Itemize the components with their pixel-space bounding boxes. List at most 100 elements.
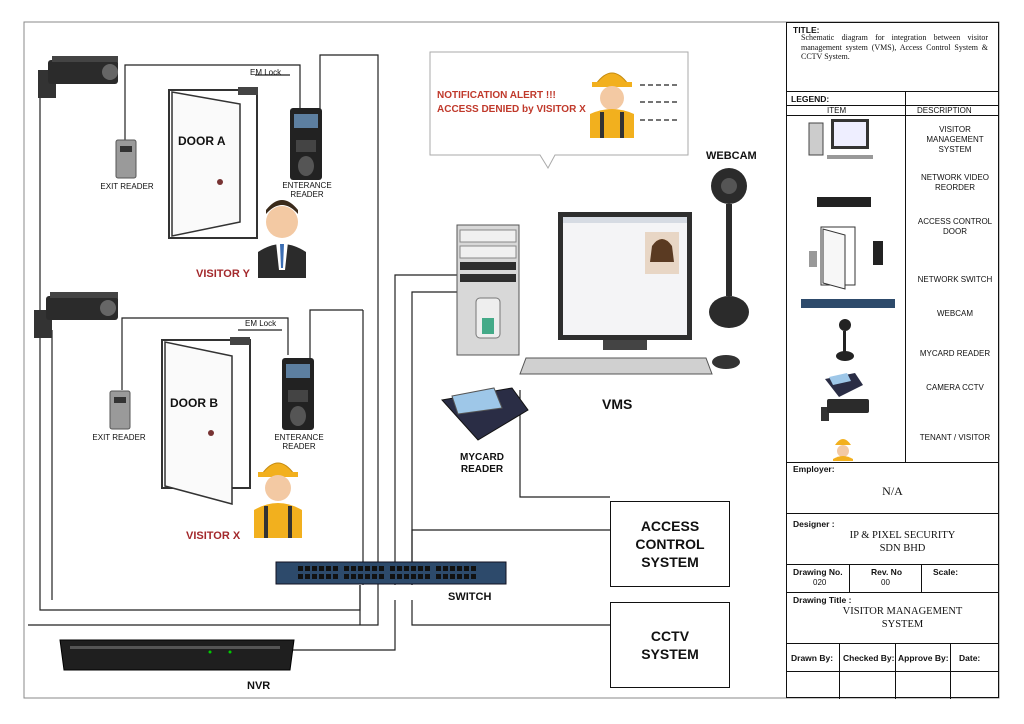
vms-label: VMS — [602, 396, 633, 412]
switch-port — [471, 574, 476, 579]
switch-port — [397, 566, 402, 571]
title-text: Schematic diagram for integration betwee… — [801, 33, 988, 62]
rev-no-label: Rev. No — [871, 567, 903, 577]
webcam-label: WEBCAM — [706, 150, 757, 162]
alert-line-2: ACCESS DENIED by VISITOR X — [437, 104, 586, 115]
switch-port — [312, 566, 317, 571]
legend-desc-webcam: WEBCAM — [937, 309, 973, 318]
switch-port — [436, 574, 441, 579]
mycard-reader-label: MYCARD READER — [460, 452, 504, 475]
switch-port — [379, 574, 384, 579]
switch-port — [397, 574, 402, 579]
switch-port — [418, 574, 423, 579]
switch-port — [319, 566, 324, 571]
checked-by-label: Checked By: — [843, 653, 895, 663]
signoff-section: Drawn By: Checked By: Approve By: Date: — [787, 643, 998, 699]
legend-desc-cctv: CAMERA CCTV — [926, 383, 984, 392]
switch-port — [464, 574, 469, 579]
webcam-icon — [709, 168, 749, 328]
drawing-title-value: VISITOR MANAGEMENT SYSTEM — [842, 606, 963, 631]
drawing-title-section: Drawing Title : VISITOR MANAGEMENT SYSTE… — [787, 592, 998, 644]
nvr-label: NVR — [247, 680, 271, 692]
pc-tower-icon — [456, 224, 520, 356]
switch-port — [344, 566, 349, 571]
drawing-info-section: Drawing No. 020 Rev. No 00 Scale: — [787, 564, 998, 593]
switch-ports — [298, 566, 476, 579]
visitor-icon — [833, 439, 853, 461]
page-border — [23, 21, 1000, 699]
title-section: TITLE: Schematic diagram for integration… — [787, 23, 998, 92]
entrance-reader-a-label: ENTERANCE READER — [282, 181, 332, 200]
legend-desc-card-reader: MYCARD READER — [919, 349, 991, 358]
switch-port — [411, 566, 416, 571]
switch-port — [404, 566, 409, 571]
switch-port — [333, 574, 338, 579]
switch-port — [471, 566, 476, 571]
legend-section: LEGEND: ITEM DESCRIPTION — [787, 91, 998, 463]
exit-reader-b-label: EXIT READER — [92, 433, 146, 442]
visitor-y-label: VISITOR Y — [196, 268, 251, 280]
visitor-x-icon — [254, 462, 302, 538]
exit-reader-a — [115, 139, 137, 179]
switch-port — [372, 574, 377, 579]
door-a-label: DOOR A — [178, 134, 226, 148]
switch-icon — [801, 299, 895, 308]
keyboard-icon — [519, 355, 740, 375]
legend-item-col: ITEM — [827, 106, 847, 115]
nvr-icon — [817, 197, 871, 207]
mycard-reader-icon — [441, 387, 529, 441]
legend-icons — [801, 119, 895, 461]
switch-port — [436, 566, 441, 571]
switch-port — [418, 566, 423, 571]
approve-by-label: Approve By: — [898, 653, 949, 663]
entrance-reader-b-label: ENTERANCE READER — [274, 433, 324, 452]
switch-port — [351, 566, 356, 571]
switch-port — [298, 566, 303, 571]
card-reader-icon — [825, 373, 863, 397]
exit-reader-a-label: EXIT READER — [100, 182, 154, 191]
rev-no-value: 00 — [881, 578, 890, 587]
switch-port — [326, 574, 331, 579]
switch-port — [457, 566, 462, 571]
entrance-reader-b — [282, 358, 314, 430]
nvr-icon — [59, 639, 295, 671]
switch-port — [305, 566, 310, 571]
switch-port — [450, 574, 455, 579]
cctv-camera-icon — [821, 399, 869, 421]
door-a — [168, 87, 258, 239]
cctv-camera-icon — [34, 292, 118, 338]
notification-dashes — [640, 84, 680, 121]
webcam-icon — [836, 319, 854, 361]
visitor-y-icon — [258, 200, 306, 278]
switch-port — [379, 566, 384, 571]
door-b — [161, 337, 251, 505]
legend-desc-visitor: TENANT / VISITOR — [919, 433, 991, 442]
switch-port — [457, 574, 462, 579]
door-icon — [809, 226, 883, 290]
drawing-title-label: Drawing Title : — [793, 595, 852, 605]
designer-value: IP & PIXEL SECURITY SDN BHD — [849, 530, 956, 555]
switch-port — [305, 574, 310, 579]
alert-line-1: NOTIFICATION ALERT !!! — [437, 90, 556, 101]
scale-label: Scale: — [933, 567, 959, 577]
switch-port — [298, 574, 303, 579]
date-label: Date: — [959, 653, 981, 663]
legend-desc-col: DESCRIPTION — [917, 106, 972, 115]
designer-label: Designer : — [793, 519, 835, 529]
entrance-reader-a — [290, 108, 322, 180]
switch-port — [365, 566, 370, 571]
switch-port — [312, 574, 317, 579]
switch-port — [326, 566, 331, 571]
legend-label: LEGEND: — [791, 94, 830, 104]
employer-label: Employer: — [793, 464, 835, 474]
switch-port — [425, 574, 430, 579]
designer-section: Designer : IP & PIXEL SECURITY SDN BHD — [787, 513, 998, 565]
switch-port — [319, 574, 324, 579]
em-lock-a-label: EM Lock — [250, 68, 282, 77]
switch-label: SWITCH — [448, 591, 492, 603]
cctv-camera-icon — [38, 56, 118, 98]
switch-port — [344, 574, 349, 579]
notification-visitor-icon — [590, 72, 634, 138]
switch-port — [358, 566, 363, 571]
employer-section: Employer: N/A — [787, 462, 998, 514]
